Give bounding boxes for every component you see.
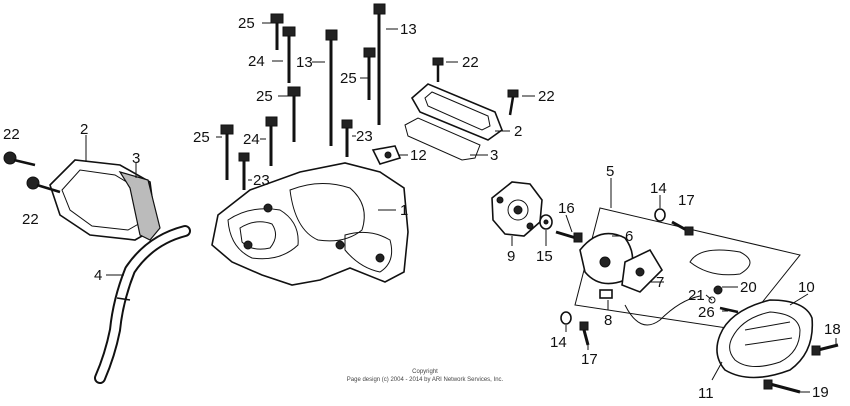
bolt-24-low: [265, 116, 278, 166]
callout-21: 21: [688, 287, 705, 304]
cylinder-head-cover: [211, 162, 409, 286]
callout-5: 5: [606, 163, 614, 180]
callout-24: 24: [243, 131, 260, 148]
washer-14-top: [654, 208, 666, 222]
copyright-line: Page design (c) 2004 - 2014 by ARI Netwo…: [346, 377, 504, 383]
callout-3: 3: [490, 147, 498, 164]
callout-14: 14: [550, 334, 567, 351]
copyright-notice: Copyright Page design (c) 2004 - 2014 by…: [300, 368, 550, 384]
bolt-22-left-top: [3, 151, 36, 167]
bolt-25-mid: [363, 47, 376, 100]
bolt-22-left-bottom: [26, 176, 61, 194]
callout-8: 8: [604, 312, 612, 329]
callout-13: 13: [296, 54, 313, 71]
callout-18: 18: [824, 321, 841, 338]
callout-22: 22: [538, 88, 555, 105]
small-parts-20-21-26: [708, 285, 739, 314]
spark-advancer-9: [491, 181, 543, 237]
callout-9: 9: [507, 248, 515, 265]
callout-11: 11: [698, 385, 714, 402]
bolt-13-right: [373, 3, 386, 125]
bolt-22-right-b: [507, 89, 519, 116]
bolt-25-left: [220, 124, 234, 180]
gasket-left: [118, 170, 161, 241]
callout-25: 25: [340, 70, 357, 87]
gasket-right: [404, 117, 481, 161]
callout-22: 22: [3, 126, 20, 143]
callout-3: 3: [132, 150, 140, 167]
point-cover-10: [716, 299, 814, 379]
callout-15: 15: [536, 248, 553, 265]
bolt-22-right-a: [432, 57, 444, 82]
callout-4: 4: [94, 267, 102, 284]
bolt-24-top: [282, 26, 296, 83]
callout-22: 22: [462, 54, 479, 71]
point-base-assembly: [574, 207, 801, 331]
callout-10: 10: [798, 279, 815, 296]
callout-labels: 25 13 24 13 25 22 25 22 2 22 2 25 24 23 …: [3, 15, 841, 402]
bolt-25-top: [270, 13, 284, 50]
callout-19: 19: [812, 384, 829, 401]
copyright-heading: Copyright: [412, 369, 438, 375]
callout-17: 17: [678, 192, 695, 209]
callout-23: 23: [356, 128, 373, 145]
callout-14: 14: [650, 180, 667, 197]
callout-6: 6: [625, 228, 633, 245]
bolt-25-left-mid: [287, 86, 301, 142]
callout-17: 17: [581, 351, 598, 368]
callout-20: 20: [740, 279, 757, 296]
callout-25: 25: [193, 129, 210, 146]
washer-15: [539, 214, 553, 230]
bolt-18: [811, 343, 839, 356]
callout-24: 24: [248, 53, 265, 70]
callout-16: 16: [558, 200, 575, 217]
callout-7: 7: [656, 274, 664, 291]
side-cover-right: [410, 83, 503, 141]
bolt-17-top: [671, 220, 694, 236]
leader-lines: [85, 22, 837, 393]
callout-1: 1: [400, 202, 408, 219]
bolt-23-right: [341, 119, 353, 157]
callout-13: 13: [400, 21, 417, 38]
callout-2: 2: [80, 121, 88, 138]
breather-fitting-12: [371, 145, 402, 165]
washer-14-bottom: [560, 311, 572, 325]
bolt-19: [763, 379, 801, 394]
bolt-17-bottom: [579, 321, 590, 346]
bolt-13-left: [325, 29, 338, 146]
callout-22: 22: [22, 211, 39, 228]
callout-26: 26: [698, 304, 715, 321]
callout-25: 25: [256, 88, 273, 105]
callout-25: 25: [238, 15, 255, 32]
callout-23: 23: [253, 172, 270, 189]
callout-12: 12: [410, 147, 427, 164]
breather-hose-4: [94, 225, 191, 384]
bolt-23-left: [238, 152, 250, 190]
callout-2: 2: [514, 123, 522, 140]
bolt-16: [555, 230, 583, 243]
